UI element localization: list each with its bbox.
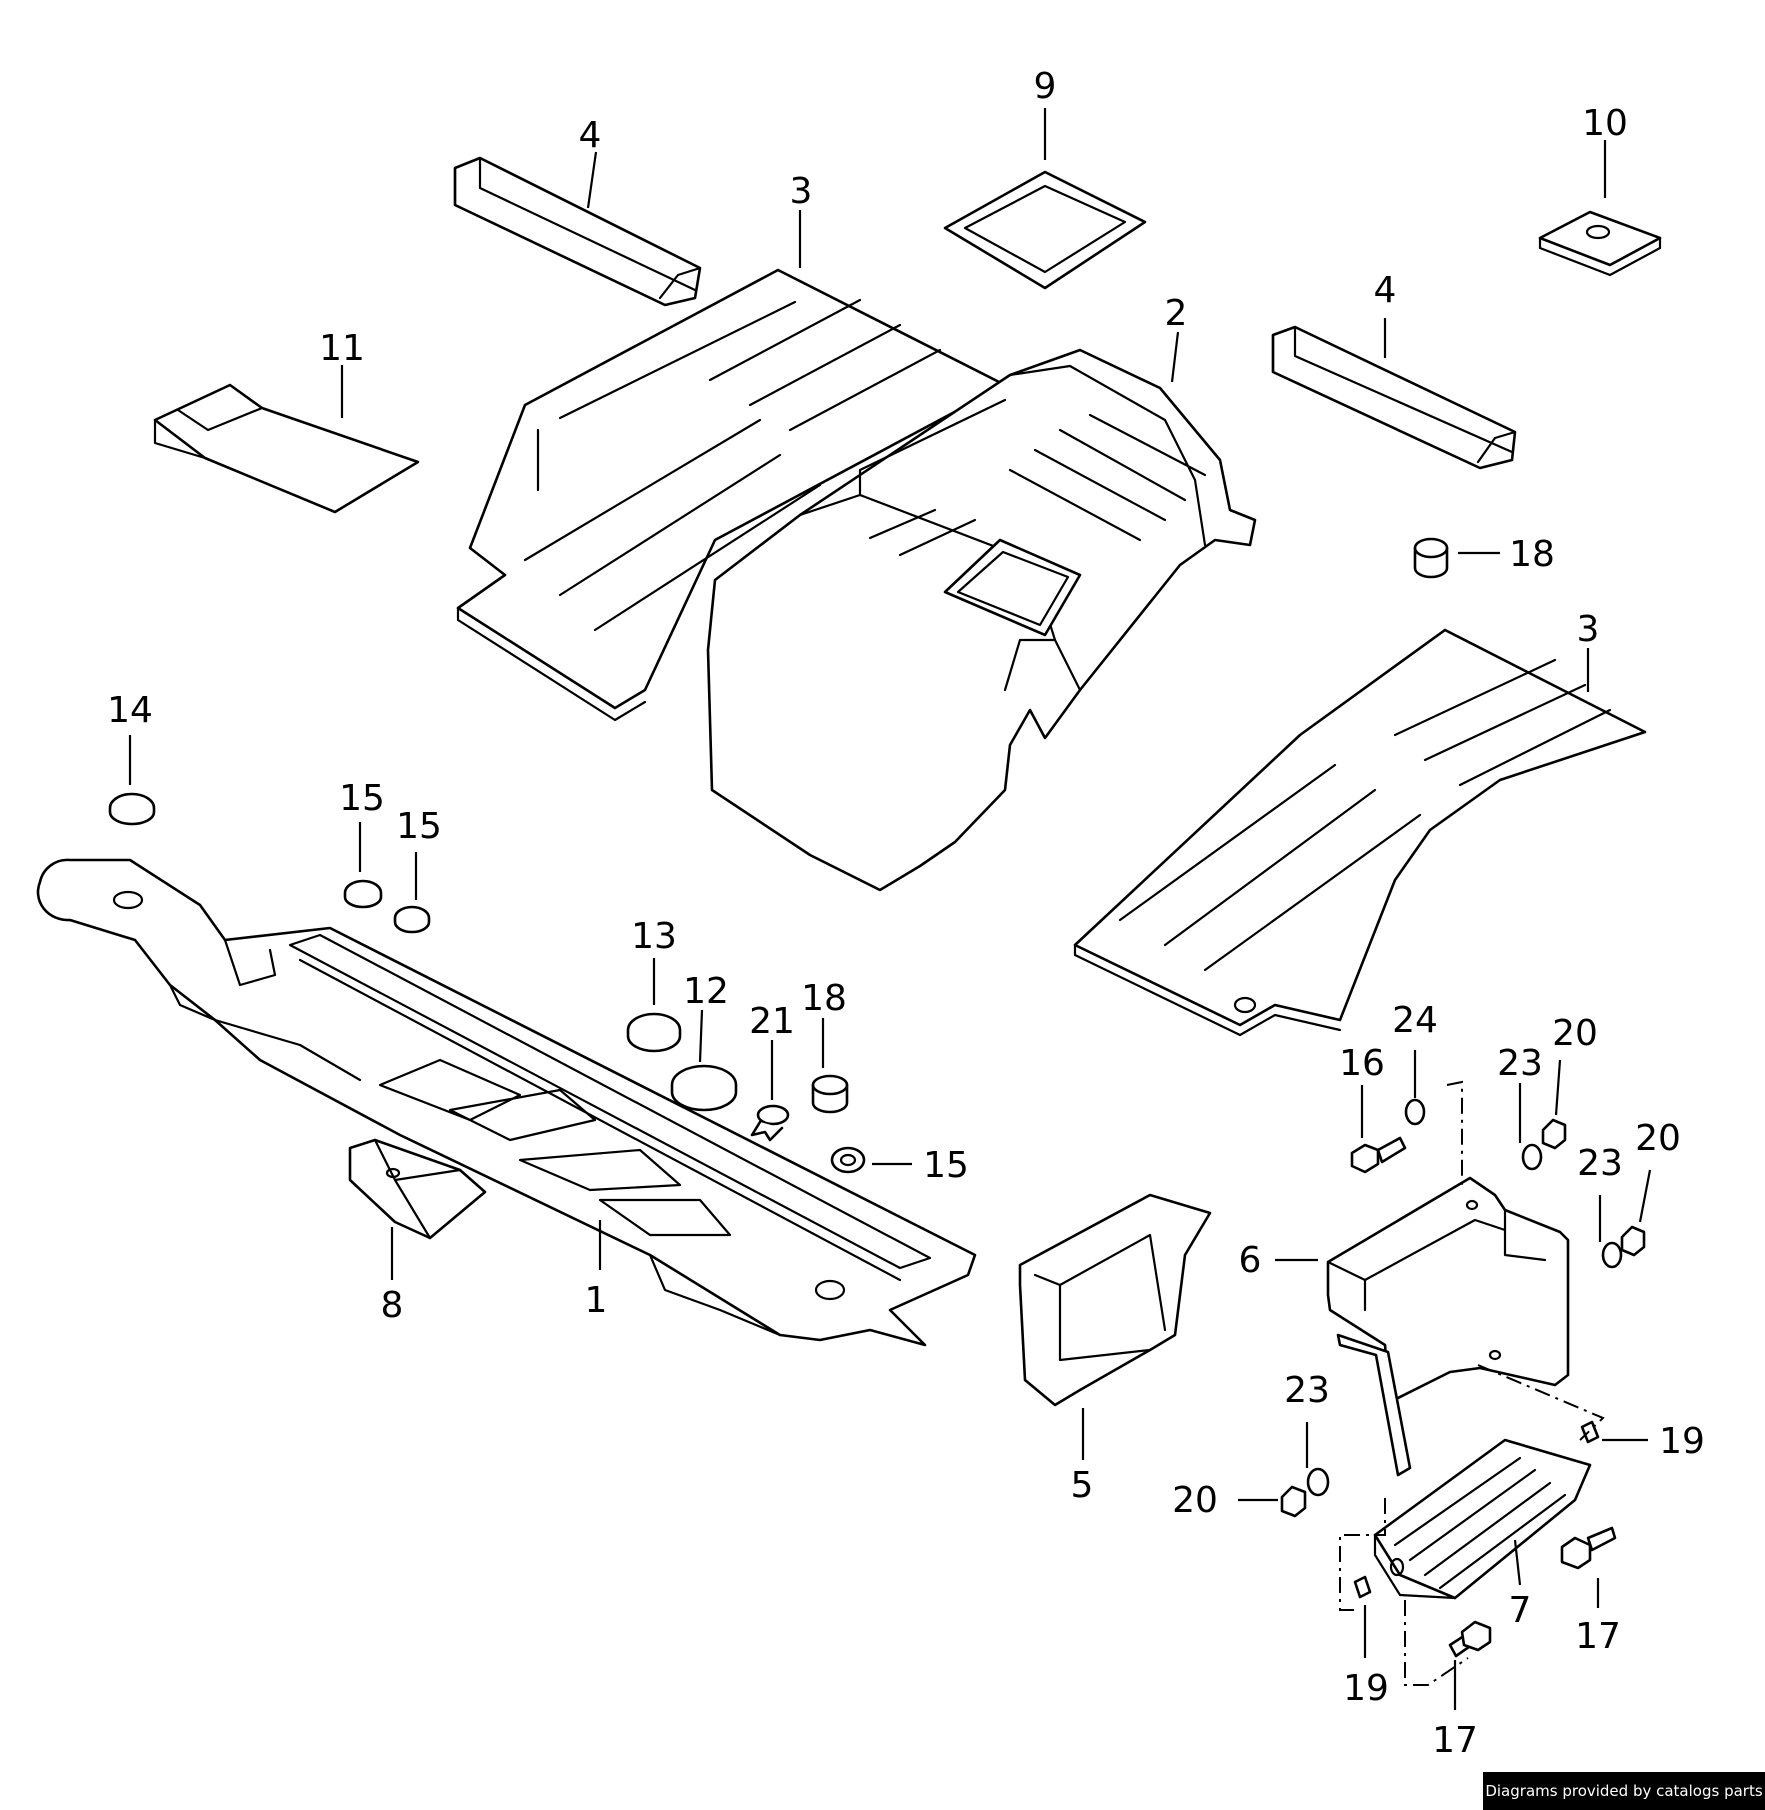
callout-17-a: 17 — [1575, 1616, 1621, 1657]
part-10-nut-plate — [1538, 210, 1662, 277]
callout-10: 10 — [1582, 103, 1628, 144]
part-17-bolt-a — [1560, 1526, 1617, 1570]
part-20-nut-a — [1541, 1118, 1567, 1150]
part-11-floor-plate — [153, 383, 420, 514]
callout-4-left: 4 — [579, 115, 602, 156]
callout-21: 21 — [749, 1001, 795, 1042]
callout-7: 7 — [1509, 1590, 1532, 1631]
part-9-gasket — [943, 170, 1147, 290]
callout-16: 16 — [1339, 1043, 1385, 1084]
callout-23-c: 23 — [1284, 1370, 1330, 1411]
callout-19-a: 19 — [1659, 1421, 1705, 1462]
leader-lines — [128, 108, 1652, 1710]
callout-12: 12 — [683, 971, 729, 1012]
callout-23-b: 23 — [1577, 1143, 1623, 1184]
callout-9: 9 — [1034, 66, 1057, 107]
part-23-washer-c — [1306, 1467, 1330, 1497]
part-6-step-bracket — [1326, 1176, 1570, 1477]
part-17-bolt-b — [1448, 1620, 1492, 1658]
part-19-clip-nut-a — [1580, 1420, 1600, 1444]
callout-20-c: 20 — [1172, 1480, 1218, 1521]
part-13-plug — [626, 1012, 682, 1053]
part-16-bolt — [1350, 1136, 1407, 1174]
part-23-washer-b — [1601, 1241, 1623, 1269]
callout-6: 6 — [1239, 1240, 1262, 1281]
part-19-clip-nut-b — [1353, 1575, 1372, 1599]
part-18-lower-grommet — [811, 1074, 849, 1114]
part-23-washer-a — [1521, 1143, 1543, 1171]
part-7-step-tread — [1373, 1438, 1592, 1600]
part-14-plug — [108, 792, 156, 826]
callout-8: 8 — [381, 1285, 404, 1326]
part-15-grommet — [830, 1146, 866, 1174]
callout-14: 14 — [107, 690, 153, 731]
part-1-long-sill — [36, 858, 977, 1347]
part-3-right-floor-panel — [1073, 628, 1647, 1037]
part-4-left-brace — [453, 156, 702, 307]
part-5-corner-trim — [1018, 1193, 1212, 1407]
part-3-left-floor-panel — [456, 268, 1007, 722]
part-20-nut-c — [1280, 1485, 1307, 1518]
callout-13: 13 — [631, 916, 677, 957]
callout-19-b: 19 — [1343, 1668, 1389, 1709]
callout-3-upper: 3 — [790, 171, 813, 212]
callout-5: 5 — [1071, 1465, 1094, 1506]
callout-2: 2 — [1165, 293, 1188, 334]
part-21-clip — [750, 1104, 790, 1142]
part-2-center-tunnel — [706, 348, 1257, 892]
part-15-plug-a — [343, 879, 383, 909]
callout-23-a: 23 — [1497, 1043, 1543, 1084]
part-18-upper-grommet — [1413, 537, 1449, 579]
callout-15-b: 15 — [396, 806, 442, 847]
callout-18-a: 18 — [1509, 534, 1555, 575]
callout-15-c: 15 — [923, 1145, 969, 1186]
part-8-bracket — [348, 1138, 487, 1240]
callout-18-b: 18 — [801, 978, 847, 1019]
callout-15-a: 15 — [339, 778, 385, 819]
part-4-right-brace — [1271, 325, 1517, 470]
part-20-nut-b — [1620, 1225, 1646, 1257]
callout-11: 11 — [319, 328, 365, 369]
callout-20-a: 20 — [1552, 1013, 1598, 1054]
callout-3-lower: 3 — [1577, 609, 1600, 650]
callout-4-right: 4 — [1374, 270, 1397, 311]
callout-17-b: 17 — [1432, 1720, 1478, 1761]
assembly-lines — [1339, 1080, 1605, 1686]
callout-labels: 1 2 3 3 4 4 5 6 7 8 9 10 11 12 13 14 15 … — [107, 66, 1705, 1761]
callout-20-b: 20 — [1635, 1118, 1681, 1159]
callout-24: 24 — [1392, 1000, 1438, 1041]
part-12-plug — [670, 1064, 738, 1112]
attribution-badge: Diagrams provided by catalogs parts — [1483, 1772, 1765, 1810]
part-15-plug-b — [393, 905, 431, 934]
callout-1: 1 — [585, 1280, 608, 1321]
part-24-washer — [1404, 1098, 1426, 1126]
